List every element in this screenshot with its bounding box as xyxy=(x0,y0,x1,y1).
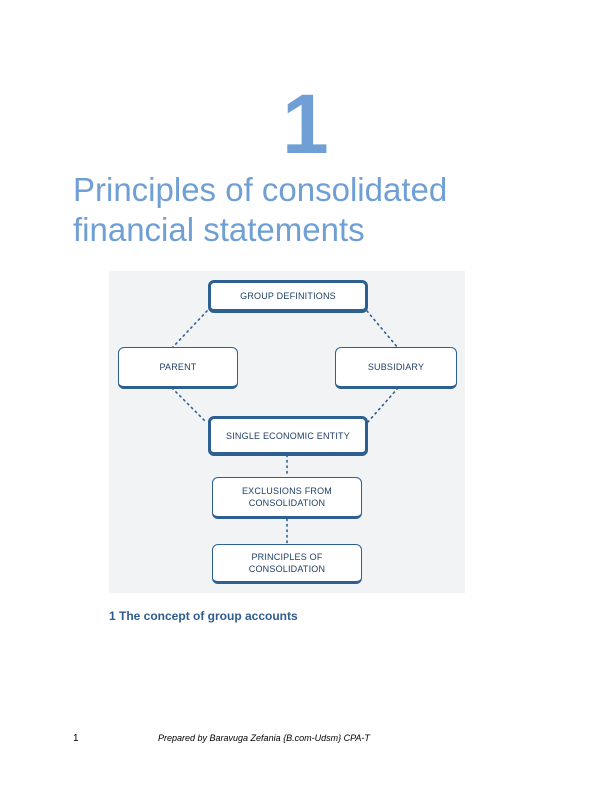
connector-group-subsidiary xyxy=(366,310,399,349)
node-single-economic-entity: SINGLE ECONOMIC ENTITY xyxy=(208,416,368,456)
node-parent: PARENT xyxy=(118,347,238,389)
node-subsidiary: SUBSIDIARY xyxy=(335,347,457,389)
section-caption: 1 The concept of group accounts xyxy=(109,609,298,623)
connector-parent-entity xyxy=(171,387,208,424)
node-exclusions-from-consolidation: EXCLUSIONS FROM CONSOLIDATION xyxy=(212,477,362,519)
chapter-title: Principles of consolidated financial sta… xyxy=(73,171,448,248)
node-principles-of-consolidation: PRINCIPLES OF CONSOLIDATION xyxy=(212,544,362,584)
chapter-number: 1 xyxy=(282,77,329,171)
page-number: 1 xyxy=(73,733,79,744)
group-definitions-diagram: GROUP DEFINITIONS PARENT SUBSIDIARY SING… xyxy=(109,271,465,593)
diagram-connectors xyxy=(171,310,399,544)
node-group-definitions: GROUP DEFINITIONS xyxy=(208,280,368,313)
connector-subsidiary-entity xyxy=(366,387,399,424)
footer-note: Prepared by Baravuga Zefania {B.com-Udsm… xyxy=(158,733,370,743)
connector-group-parent xyxy=(171,310,208,349)
